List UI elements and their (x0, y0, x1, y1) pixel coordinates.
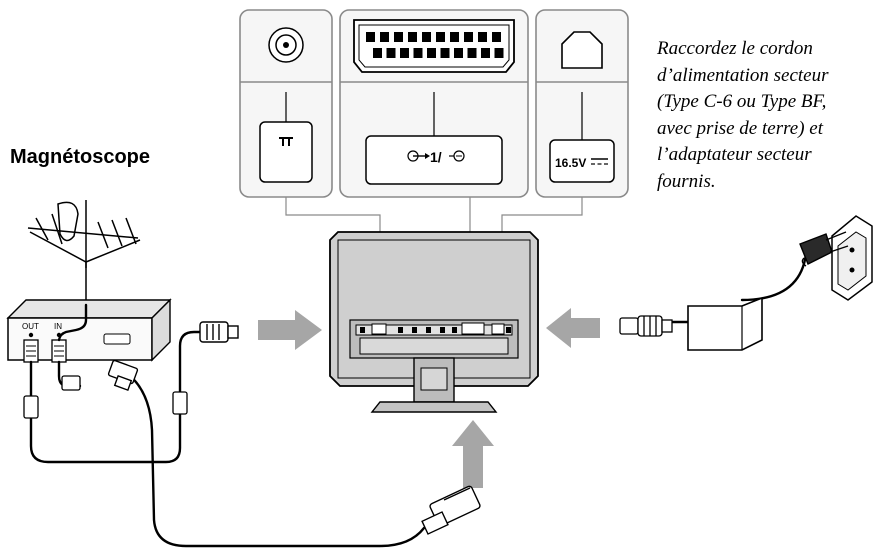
arrow-icon-up (452, 420, 494, 488)
vcr-title: Magnétoscope (10, 146, 151, 168)
power-note: Raccordez le cordon d’alimentation secte… (657, 36, 875, 195)
scart-pin (366, 32, 375, 42)
arrow-icon-right (258, 310, 322, 350)
tv-port-slot (452, 327, 457, 333)
power-note-line: d’alimentation secteur (657, 64, 829, 86)
tv-port-slot (398, 327, 403, 333)
tv-rear (329, 231, 539, 413)
scart-pin (440, 48, 450, 58)
scart-pin (413, 48, 423, 58)
power-note-line: Raccordez le cordon (657, 38, 813, 59)
scart-label: 1/ (430, 149, 442, 165)
scart-pin (492, 32, 501, 42)
power-note-line: fournis. (657, 170, 716, 192)
scart-pin (380, 32, 389, 42)
vcr-in-label: IN (54, 322, 62, 331)
scart-pin (386, 48, 396, 58)
scart-pin (478, 32, 487, 42)
scart-pin (427, 48, 436, 58)
vcr-device: OUT IN (6, 298, 172, 363)
antenna-connector-icon (268, 27, 304, 63)
antenna-panel (239, 9, 333, 198)
dc-connector-icon (561, 31, 603, 69)
dc-plug-icon (619, 315, 673, 337)
antenna-symbol-icon (279, 137, 293, 146)
scart-pin (422, 32, 431, 42)
arrow-icon-left (546, 308, 600, 348)
scart-pin (494, 48, 504, 58)
scart-pin (436, 32, 445, 42)
tv-port-slot (360, 327, 365, 333)
tv-port-slot (440, 327, 445, 333)
scart-pin (481, 48, 490, 58)
power-note-line: avec prise de terre) et (657, 117, 823, 139)
power-plug-icon (799, 231, 849, 267)
scart-pin (408, 32, 417, 42)
tv-port-slot (506, 327, 511, 333)
tv-port-slot (426, 327, 431, 333)
wall-outlet-icon (831, 215, 873, 301)
scart-plug-tv-icon (421, 485, 481, 535)
dc-label: 16.5V (555, 156, 586, 170)
power-note-line: l’adaptateur secteur (657, 144, 812, 165)
ferrite-cores (23, 375, 188, 419)
power-adapter-icon (687, 296, 763, 351)
scart-input-icon (407, 150, 430, 162)
scart-connector-icon (353, 19, 515, 73)
vcr-out-plug-icon (23, 339, 39, 363)
scart-plug-vcr-icon (107, 359, 139, 391)
antenna-icon (27, 200, 141, 305)
vcr-out-label: OUT (22, 322, 39, 331)
tv-port-slot (412, 327, 417, 333)
scart-pin (464, 32, 473, 42)
coax-plug-icon (199, 321, 239, 343)
vcr-in-plug-icon (51, 339, 67, 363)
scart-pin (454, 48, 463, 58)
scart-pin (400, 48, 409, 58)
scart-output-icon (449, 150, 465, 162)
scart-pin (450, 32, 459, 42)
power-note-line: (Type C-6 ou Type BF, (657, 91, 827, 112)
scart-panel: 1/ (339, 9, 529, 198)
dc-panel: 16.5V (535, 9, 629, 198)
scart-pin (394, 32, 403, 42)
scart-pin (373, 48, 382, 58)
dc-symbol-icon (591, 158, 608, 165)
cables (29, 252, 808, 548)
scart-pin (467, 48, 477, 58)
